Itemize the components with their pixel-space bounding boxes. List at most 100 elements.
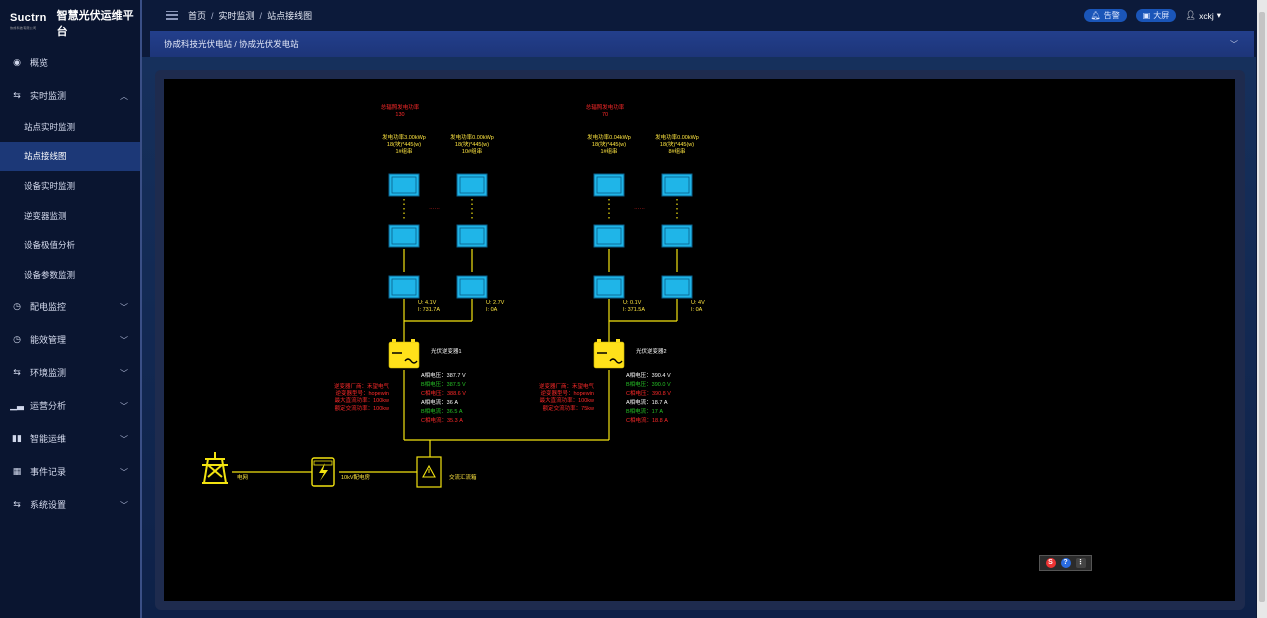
pv-panel-inner [459, 176, 485, 194]
caret-down-icon: ▾ [1216, 10, 1221, 20]
logo-brand: Suctrn 协成科技有限公司 [10, 13, 47, 33]
vertical-scrollbar[interactable] [1257, 0, 1267, 618]
bigscreen-button[interactable]: ▣ 大屏 [1135, 9, 1177, 22]
breadcrumb-home[interactable]: 首页 [188, 10, 207, 21]
calendar-icon: ▦ [12, 465, 22, 476]
floating-toolbar[interactable]: S ? ⋮ [1039, 555, 1092, 571]
string-power-label: 发电功率3.00kWp [382, 135, 426, 141]
sidebar-item-efficiency[interactable]: ◷ 能效管理 ﹀ [0, 323, 140, 356]
sogou-icon[interactable]: S [1045, 558, 1056, 568]
pv-panel-inner [459, 227, 485, 245]
sidebar-item-environment[interactable]: ⇆ 环境监测 ﹀ [0, 356, 140, 389]
pv-panel-inner [664, 278, 690, 296]
string-name-label: 1#组串 [600, 149, 618, 155]
header-actions: 🔔︎ 告警 ▣ 大屏 👤︎ xckj ▾ [1083, 9, 1221, 22]
string-current: I: 0A [486, 307, 498, 313]
sidebar-item-label: 配电监控 [30, 301, 67, 312]
pv-panel-inner [391, 176, 417, 194]
inverter-foot [616, 339, 620, 342]
pv-panel-inner [391, 278, 417, 296]
phase-reading: A相电流：36 A [421, 400, 458, 406]
phase-reading: C相电压：390.8 V [626, 391, 671, 397]
sidebar-item-overview[interactable]: ◉ 概览 [0, 46, 140, 79]
pv-panel-inner [664, 227, 690, 245]
help-icon[interactable]: ? [1060, 558, 1071, 568]
pv-panel [388, 173, 420, 197]
sidebar-item-analysis[interactable]: ▁▃ 运营分析 ﹀ [0, 389, 140, 422]
top-header: 首页/实时监测/站点接线图 🔔︎ 告警 ▣ 大屏 👤︎ xckj ▾ [142, 0, 1267, 30]
alarm-label: 告警 [1103, 11, 1120, 20]
user-menu[interactable]: 👤︎ xckj ▾ [1185, 10, 1221, 21]
pv-panel [456, 275, 488, 299]
string-power-label: 发电功率0.00kWp [450, 135, 494, 141]
sidebar-item-label: 实时监测 [30, 91, 67, 101]
warning-icon [422, 464, 436, 478]
alarm-button[interactable]: 🔔︎ 告警 [1083, 9, 1127, 22]
breadcrumb: 首页/实时监测/站点接线图 [188, 10, 313, 21]
string-ellipsis: …… [429, 205, 440, 211]
bars-icon: ▮▮ [12, 432, 22, 443]
sidebar-subitem-extreme[interactable]: 设备极值分析 [24, 240, 76, 251]
combiner-label: 交流汇流箱 [449, 475, 477, 481]
string-current: I: 731.7A [418, 307, 441, 313]
sidebar-item-label: 能效管理 [30, 334, 67, 345]
inverter-icon [388, 341, 420, 369]
sidebar-item-label: 系统设置 [30, 499, 67, 510]
monitor-icon: ⇆ [13, 90, 21, 100]
chevron-down-icon: ﹀ [1230, 40, 1238, 49]
pv-panel-inner [459, 278, 485, 296]
total-power-label: 总辐照发电功率 [585, 105, 625, 111]
sidebar-subitem-wiring-diagram[interactable]: 站点接线图 [0, 141, 140, 172]
phase-reading: B相电压：387.5 V [421, 382, 466, 388]
chart-icon: ▁▃ [10, 399, 24, 410]
pv-panel-inner [596, 278, 622, 296]
string-power-label: 发电功率0.00kWp [655, 135, 699, 141]
sidebar-subitem-inverter[interactable]: 逆变器监测 [24, 210, 67, 221]
string-current: I: 0A [691, 307, 703, 313]
sidebar-subitem-site-realtime[interactable]: 站点实时监测 [24, 121, 76, 132]
station-path: 协成科技光伏电站 / 协成光伏发电站 [164, 39, 299, 49]
sidebar-item-power-dist[interactable]: ◷ 配电监控 ﹀ [0, 290, 140, 323]
sidebar-subitem-device-realtime[interactable]: 设备实时监测 [24, 180, 76, 191]
inverter-info: 逆变器厂商：禾望电气 [538, 384, 594, 390]
total-power-label: 总辐照发电功率 [380, 105, 420, 111]
logo-text: Suctrn [10, 12, 47, 24]
chevron-down-icon: ﹀ [120, 467, 128, 477]
string-module-label: 18(块)*445(w) [454, 142, 490, 148]
logo: Suctrn 协成科技有限公司 智慧光伏运维平台 [0, 0, 140, 46]
station-selector[interactable]: 协成科技光伏电站 / 协成光伏发电站 ﹀ [150, 31, 1254, 57]
menu-toggle-icon[interactable] [166, 10, 178, 20]
chevron-down-icon: ﹀ [120, 302, 128, 312]
sidebar-item-events[interactable]: ▦ 事件记录 ﹀ [0, 455, 140, 488]
phase-reading: A相电压：387.7 V [421, 373, 466, 379]
bell-icon: 🔔︎ [1090, 11, 1101, 20]
chevron-down-icon: ﹀ [120, 401, 128, 411]
breadcrumb-current: 站点接线图 [267, 10, 313, 21]
scrollbar-thumb[interactable] [1259, 12, 1265, 602]
sidebar-item-settings[interactable]: ⇆ 系统设置 ﹀ [0, 488, 140, 521]
chevron-down-icon: ﹀ [120, 500, 128, 510]
pv-panel [388, 224, 420, 248]
chevron-down-icon: ﹀ [120, 434, 128, 444]
sidebar-item-realtime[interactable]: ⇆ 实时监测 ︿ [0, 79, 140, 112]
screen-icon: ▣ [1142, 11, 1151, 20]
pv-panel [388, 275, 420, 299]
sidebar-item-label: 环境监测 [30, 367, 67, 378]
string-voltage: U: 0.1V [623, 300, 642, 306]
sidebar-item-label: 运营分析 [30, 400, 67, 411]
sidebar-item-smart-ops[interactable]: ▮▮ 智能运维 ﹀ [0, 422, 140, 455]
sidebar-subitem-params[interactable]: 设备参数监测 [24, 269, 76, 280]
inverter-info: 最大直流功率：100kw [539, 398, 594, 405]
phase-reading: B相电压：390.0 V [626, 382, 671, 388]
phase-reading: B相电流：17 A [626, 409, 663, 415]
inverter-foot [392, 339, 396, 342]
string-power-label: 发电功率0.04kWp [587, 135, 631, 141]
chevron-up-icon: ︿ [120, 92, 128, 101]
string-name-label: 10#组串 [461, 149, 483, 155]
lightning-icon [319, 463, 328, 481]
more-icon[interactable]: ⋮ [1075, 558, 1086, 568]
grid-tower-icon [202, 452, 228, 484]
chevron-down-icon: ﹀ [120, 335, 128, 345]
pv-panel [456, 173, 488, 197]
breadcrumb-section[interactable]: 实时监测 [218, 10, 255, 21]
